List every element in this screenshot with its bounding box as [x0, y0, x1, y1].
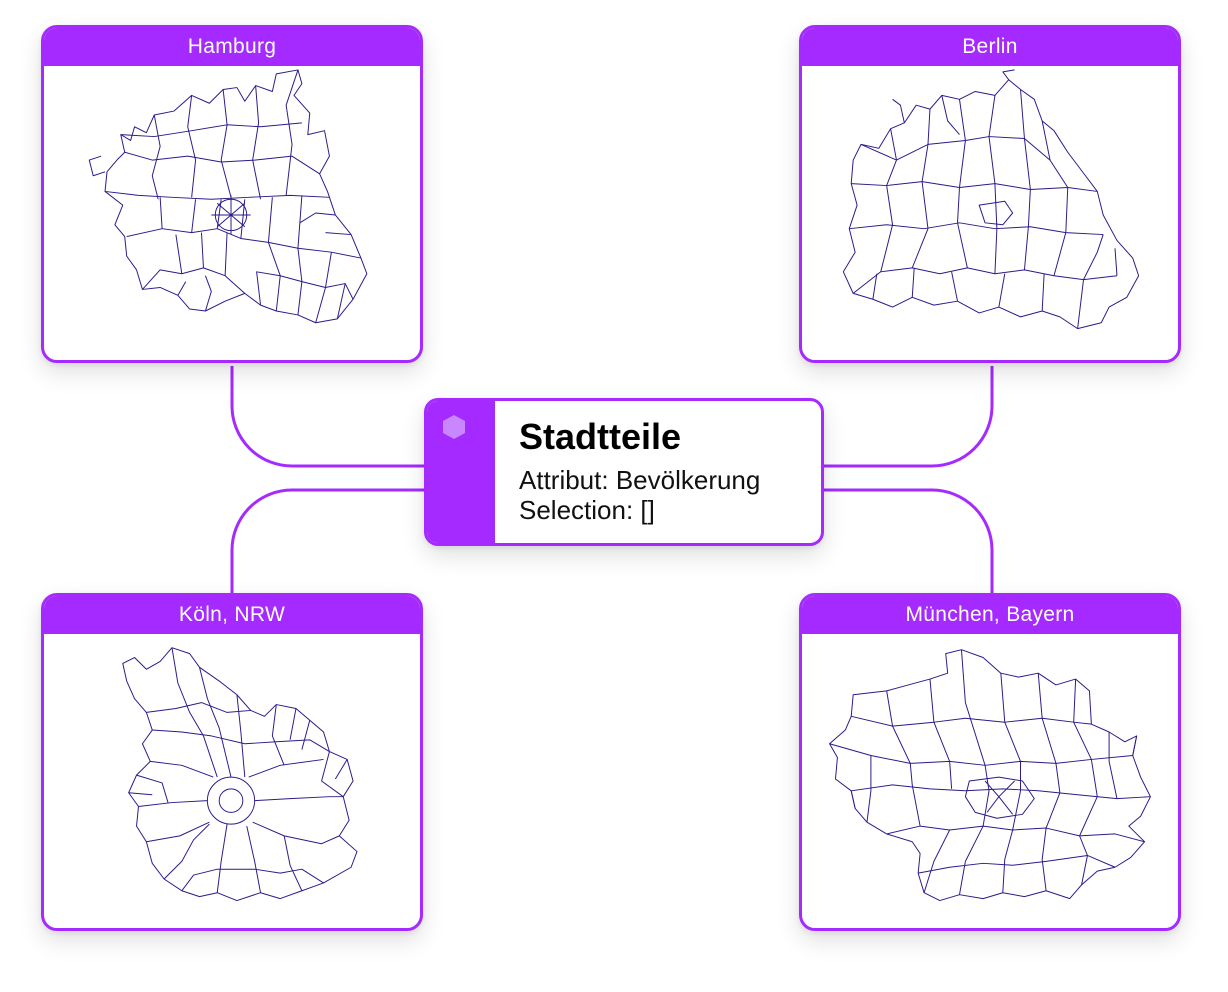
- card-title-koeln: Köln, NRW: [44, 596, 420, 634]
- connector-koeln: [230, 488, 430, 594]
- card-koeln[interactable]: Köln, NRW: [41, 593, 423, 931]
- hexagon-icon: [443, 415, 465, 439]
- node-body: Stadtteile Attribut: Bevölkerung Selecti…: [519, 415, 811, 525]
- stadtteile-node[interactable]: Stadtteile Attribut: Bevölkerung Selecti…: [424, 398, 824, 546]
- map-koeln: [44, 634, 420, 928]
- connector-berlin: [818, 366, 994, 468]
- node-accent-strip: [427, 401, 495, 543]
- card-title-hamburg: Hamburg: [44, 28, 420, 66]
- map-muenchen: [802, 634, 1178, 928]
- map-hamburg: [44, 66, 420, 360]
- attribute-label: Attribut: Bevölkerung: [519, 465, 761, 495]
- connector-muenchen: [818, 488, 994, 594]
- connector-hamburg: [230, 366, 430, 468]
- card-hamburg[interactable]: Hamburg: [41, 25, 423, 363]
- card-muenchen[interactable]: München, Bayern: [799, 593, 1181, 931]
- card-title-muenchen: München, Bayern: [802, 596, 1178, 634]
- selection-label: Selection: []: [519, 495, 655, 525]
- map-berlin: [802, 66, 1178, 360]
- card-title-berlin: Berlin: [802, 28, 1178, 66]
- node-title: Stadtteile: [519, 416, 682, 457]
- card-berlin[interactable]: Berlin: [799, 25, 1181, 363]
